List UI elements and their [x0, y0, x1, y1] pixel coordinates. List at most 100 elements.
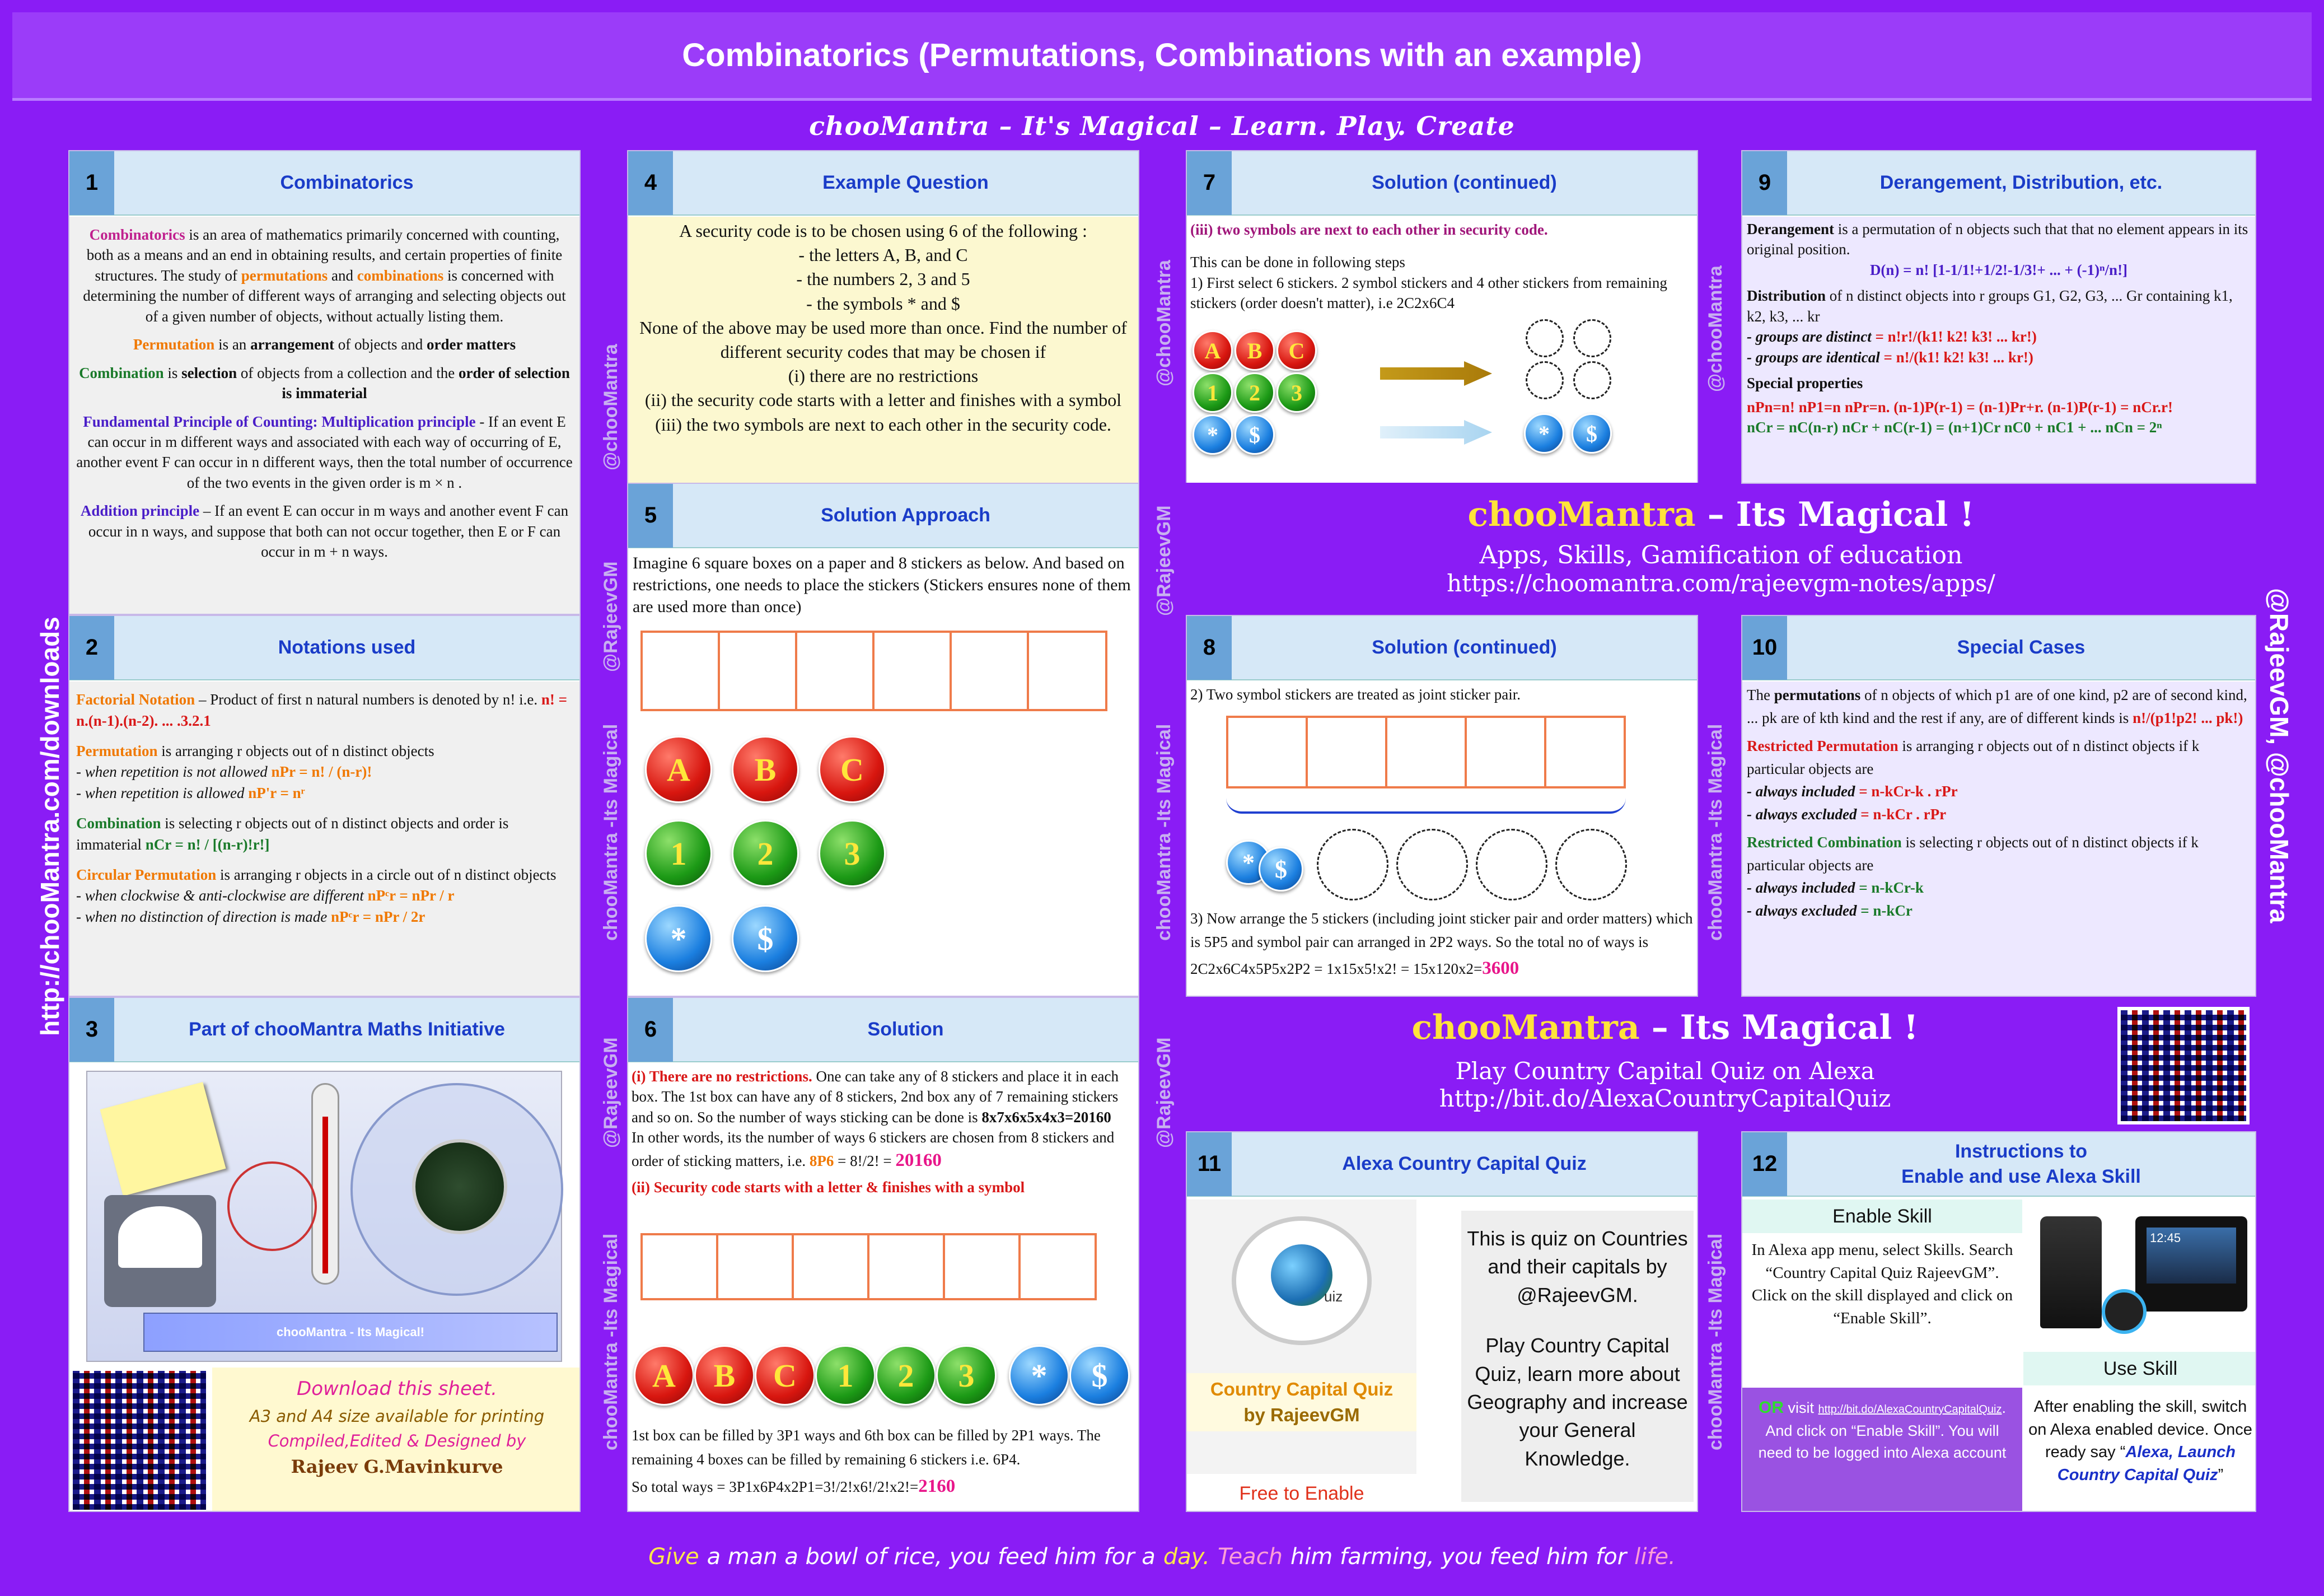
panel-number: 1	[69, 151, 114, 215]
sticker-box	[950, 631, 1030, 711]
brace	[1226, 798, 1626, 814]
sticker-ball: $	[1259, 847, 1303, 892]
panel-title: Solution	[867, 1019, 944, 1040]
sticker-box	[867, 1233, 946, 1300]
apps-link[interactable]: https://choomantra.com/rajeevgm-notes/ap…	[1447, 570, 1995, 597]
panel-title: Notations used	[278, 637, 416, 658]
panel-title: Solution (continued)	[1372, 172, 1557, 193]
text-groups-identical: - groups are identical = n!/(k1! k2! k3!…	[1747, 348, 2033, 366]
watermark: @RajeevGM	[600, 561, 621, 672]
sticker-ball: A	[645, 736, 712, 803]
watermark: @RajeevGM	[600, 1037, 621, 1148]
watermark: chooMantra -Its Magical	[600, 724, 621, 941]
sticker-ball: 2	[876, 1345, 936, 1406]
watermark: chooMantra -Its Magical	[600, 1233, 621, 1450]
text-rp-included: - always included = n-kCr-k . rPr	[1747, 783, 1958, 800]
watermark: chooMantra -Its Magical	[1705, 1233, 1726, 1450]
empty-slot	[1573, 361, 1611, 399]
download-box: Download this sheet. A3 and A4 size avai…	[212, 1368, 579, 1511]
text-rc-included: - always included = n-kCr-k	[1747, 879, 1924, 896]
sticker-box	[1544, 716, 1626, 788]
sticker-ball: C	[819, 736, 886, 803]
panel-title: Combinatorics	[280, 172, 414, 193]
solution-text-iii: (iii) two symbols are next to each other…	[1190, 221, 1667, 312]
sticker-ball: $	[1235, 414, 1275, 455]
watermark: chooMantra -Its Magical	[1705, 724, 1726, 941]
sticker-box	[1385, 716, 1467, 788]
sticker-ball: $	[1572, 413, 1612, 454]
empty-slot	[1476, 829, 1547, 900]
panel-combinatorics: 1 Combinatorics Combinatorics is an area …	[68, 150, 581, 615]
qr-code[interactable]	[2117, 1007, 2250, 1124]
panel-title: Derangement, Distribution, etc.	[1879, 172, 2163, 193]
skill-link[interactable]: http://bit.do/AlexaCountryCapitalQuiz	[1818, 1403, 2002, 1416]
sticker-ball: 3	[1276, 372, 1317, 413]
text-circ-nodirection: - when no distinction of direction is ma…	[76, 908, 425, 926]
text-combinatorics: Combinatorics is an area of mathematics …	[83, 226, 566, 325]
arrow-right-icon	[1380, 420, 1492, 445]
text-combination-def: Combination is selection of objects from…	[79, 364, 570, 402]
alexa-link[interactable]: http://bit.do/AlexaCountryCapitalQuiz	[1439, 1085, 1891, 1112]
empty-slot	[1555, 829, 1627, 900]
promo-banner-apps: chooMantra – Its Magical ! Apps, Skills,…	[1186, 483, 2256, 614]
solution-text-ii: 1st box can be filled by 3P1 ways and 6t…	[632, 1427, 1101, 1497]
use-skill-text: After enabling the skill, switch on Alex…	[2023, 1388, 2255, 1511]
sticker-ball: 1	[1193, 372, 1233, 413]
sticker-ball: C	[1276, 330, 1317, 371]
panel-number: 5	[628, 484, 673, 548]
download-link[interactable]: Download this sheet.	[297, 1378, 497, 1400]
sticker-ball: 3	[819, 820, 886, 887]
sticker-box	[795, 631, 876, 711]
text-distribution: Distribution of n distinct objects into …	[1747, 287, 2233, 325]
echo-devices-image: 12:45	[2023, 1200, 2255, 1351]
empty-slot	[1396, 829, 1468, 900]
sticker-ball: $	[1069, 1345, 1130, 1406]
panel-number: 3	[69, 998, 114, 1062]
text-combination: Combination is selecting r objects out o…	[76, 814, 509, 853]
watermark: @RajeevGM	[1153, 1037, 1175, 1148]
maths-tools-image: chooMantra - Its Magical!	[86, 1071, 563, 1362]
special-properties-c: nCr = nC(n-r) nCr + nC(r-1) = (n+1)Cr nC…	[1747, 418, 2162, 436]
side-link-downloads[interactable]: http://chooMantra.com/downloads	[35, 617, 64, 1036]
enable-skill-heading: Enable Skill	[1742, 1200, 2022, 1233]
sticker-ball: *	[645, 905, 712, 972]
empty-slot	[1573, 319, 1611, 357]
echo-spot-icon	[2102, 1289, 2147, 1334]
sticker-box	[1018, 1233, 1097, 1300]
empty-slot	[1526, 319, 1564, 357]
empty-slot	[1317, 829, 1388, 900]
panel-title: Solution Approach	[821, 505, 990, 526]
watermark: @chooMantra	[1705, 265, 1726, 392]
sticker-ball: 1	[645, 820, 712, 887]
sticker-box	[943, 1233, 1021, 1300]
panel-number: 2	[69, 616, 114, 680]
empty-slot	[1526, 361, 1564, 399]
enable-skill-text: In Alexa app menu, select Skills. Search…	[1742, 1234, 2022, 1387]
text-arrange: 3) Now arrange the 5 stickers (including…	[1190, 910, 1693, 978]
panel-title: Solution (continued)	[1372, 637, 1557, 658]
special-properties-p: nPn=n! nP1=n nPr=n. (n-1)P(r-1) = (n-1)P…	[1747, 398, 2173, 416]
or-visit-box: OR visit http://bit.do/AlexaCountryCapit…	[1742, 1388, 2022, 1511]
echo-speaker-icon	[2040, 1216, 2102, 1328]
free-to-enable-button[interactable]: Free to Enable	[1187, 1474, 1416, 1511]
text-addition-principle: Addition principle – If an event E can o…	[80, 502, 569, 561]
sticker-ball: 3	[936, 1345, 997, 1406]
sticker-box	[640, 1233, 719, 1300]
text-derangement: Derangement is a permutation of n object…	[1747, 221, 2248, 258]
qr-code[interactable]	[69, 1368, 209, 1511]
sticker-box	[1465, 716, 1546, 788]
panel-number: 12	[1742, 1132, 1787, 1196]
text-perm-rep: - when repetition is allowed nP'r = nʳ	[76, 785, 305, 802]
panel-number: 7	[1187, 151, 1232, 215]
sticker-ball: 2	[1235, 372, 1275, 413]
arrow-right-icon	[1380, 361, 1492, 386]
sticker-box	[1226, 716, 1308, 788]
text-joint-pair: 2) Two symbol stickers are treated as jo…	[1190, 686, 1521, 703]
sticker-ball: B	[1235, 330, 1275, 371]
